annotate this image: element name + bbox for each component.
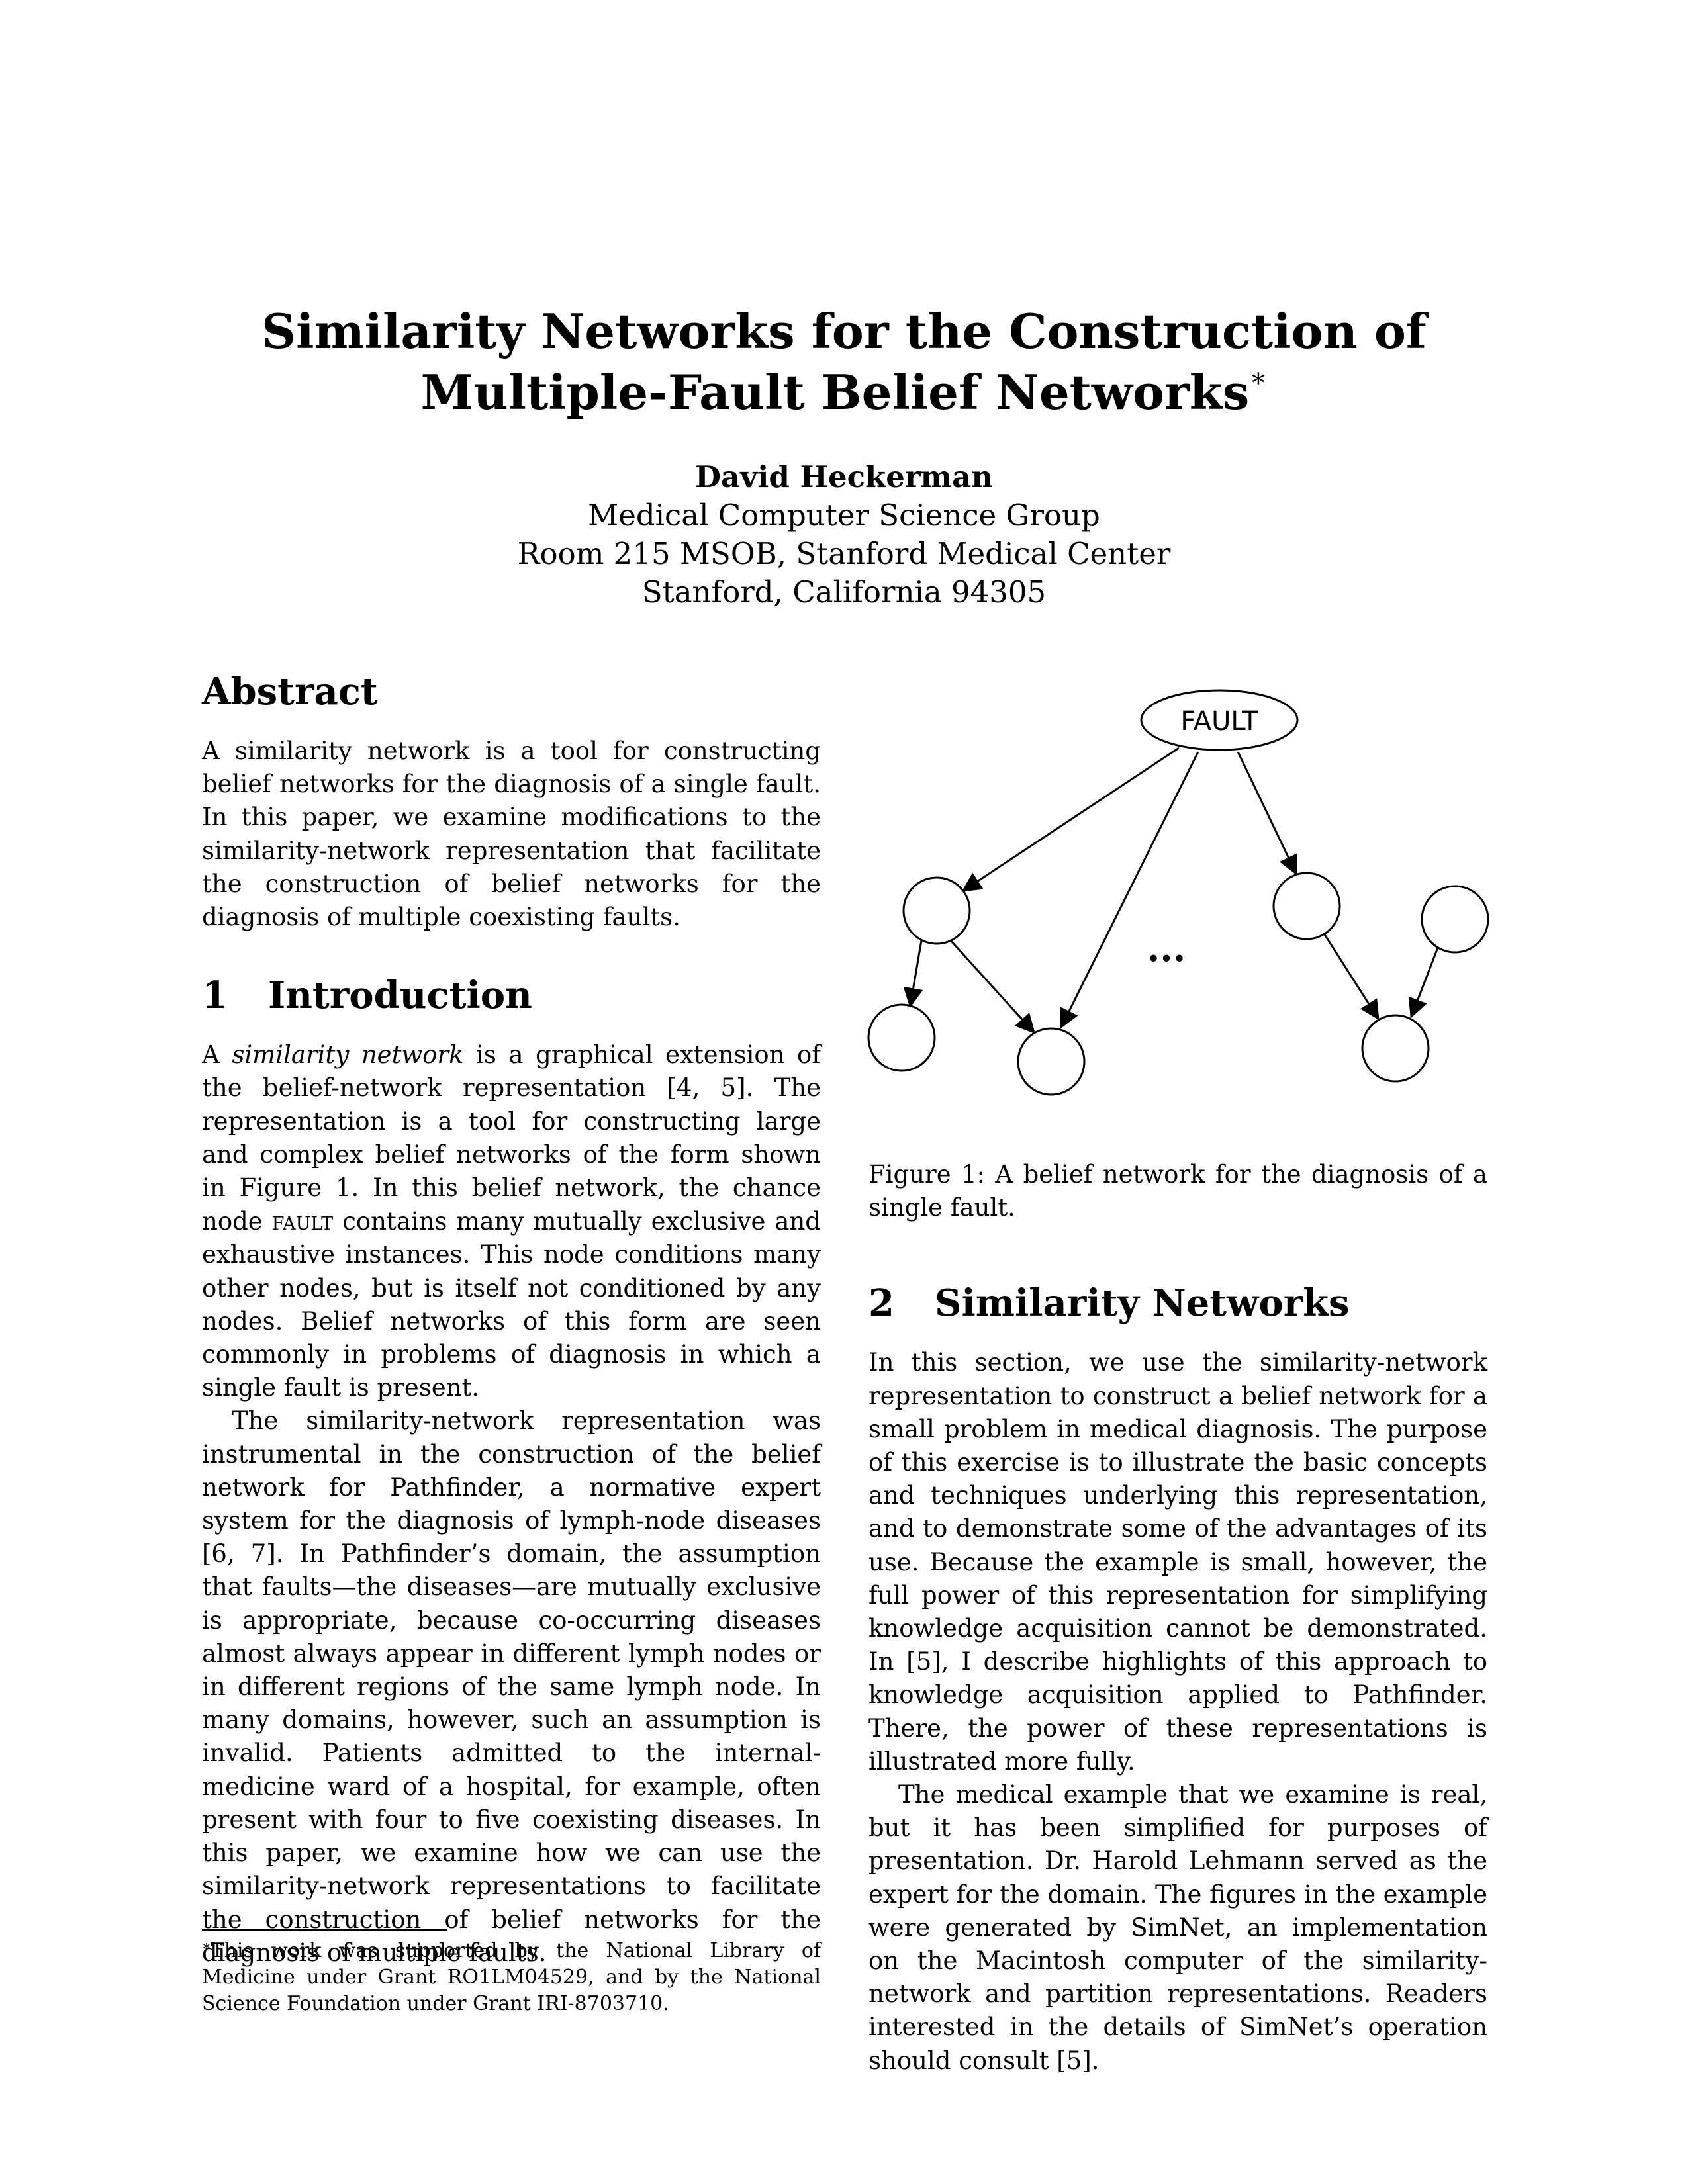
ellipsis-label: ... [1147,927,1186,970]
abstract-text: A similarity network is a tool for const… [202,737,821,932]
right-column: Figure 1: A belief network for the diagn… [868,1158,1487,2077]
section-2-number: 2 [868,1281,894,1326]
section-2-paragraph-1: In this section, we use the similarity-n… [868,1348,1487,1776]
grandchild-node-b [1017,1027,1086,1096]
author-name: David Heckerman [694,459,994,494]
intro-paragraph-2: The similarity-network representation wa… [202,1406,821,1967]
intro-heading-text: Introduction [268,974,532,1018]
title-line-2: Multiple-Fault Belief Networks∗ [0,362,1688,423]
intro-heading: 1 Introduction [202,972,821,1019]
edge-child-c-to-grandchild-c [1408,947,1439,1019]
intro-p1-text-b: is a graphical extension of the belief-n… [202,1040,821,1236]
edge-child-a-to-grandchild-b [949,939,1036,1034]
intro-p1-text-c: contains many mutually exclusive and exh… [202,1207,821,1402]
belief-network-diagram: FAULT ... [867,689,1489,1096]
child-node-a [902,876,971,945]
author-address-2: Stanford, California 94305 [641,574,1047,610]
child-node-b [1272,872,1341,940]
intro-paragraph-1: A similarity network is a graphical exte… [202,1038,821,1404]
section-2-heading: 2 Similarity Networks [868,1280,1487,1326]
intro-p1-smallcaps: fault [271,1206,334,1236]
title-line-2-text: Multiple-Fault Belief Networks [420,364,1250,420]
fault-node-label: FAULT [1180,706,1258,737]
paper-title: Similarity Networks for the Construction… [0,301,1688,423]
footnote-marker: ∗ [202,1938,211,1954]
footnote-text: This work was supported by the National … [202,1939,821,2015]
section-2-paragraph-2: The medical example that we examine is r… [868,1780,1487,2075]
intro-section-number: 1 [202,974,228,1018]
intro-p1-emphasis: similarity network [232,1040,464,1069]
child-node-c [1421,885,1489,954]
footnote: ∗This work was supported by the National… [202,1938,821,2017]
figure-1: FAULT ... [861,688,1496,1112]
left-column: Abstract A similarity network is a tool … [202,668,821,1970]
grandchild-node-a [867,1003,936,1072]
author-address-1: Room 215 MSOB, Stanford Medical Center [517,536,1171,571]
author-block: David Heckerman Medical Computer Science… [0,458,1688,612]
intro-p1-text-a: A [202,1040,232,1069]
title-line-1: Similarity Networks for the Construction… [261,303,1427,359]
author-affiliation: Medical Computer Science Group [588,498,1100,533]
title-footnote-marker: ∗ [1249,363,1268,393]
footnote-rule [202,1929,447,1931]
abstract-heading: Abstract [202,670,378,713]
edge-fault-to-grandchild-b [1060,751,1199,1029]
edge-fault-to-child-a [961,747,1180,892]
edge-child-a-to-grandchild-a [903,940,923,1008]
fault-node [1140,689,1299,751]
edge-child-b-to-grandchild-c [1323,934,1380,1021]
figure-caption: Figure 1: A belief network for the diagn… [868,1160,1487,1222]
edge-fault-to-child-b [1237,751,1297,876]
grandchild-node-c [1361,1014,1430,1083]
section-2-heading-text: Similarity Networks [935,1281,1350,1326]
